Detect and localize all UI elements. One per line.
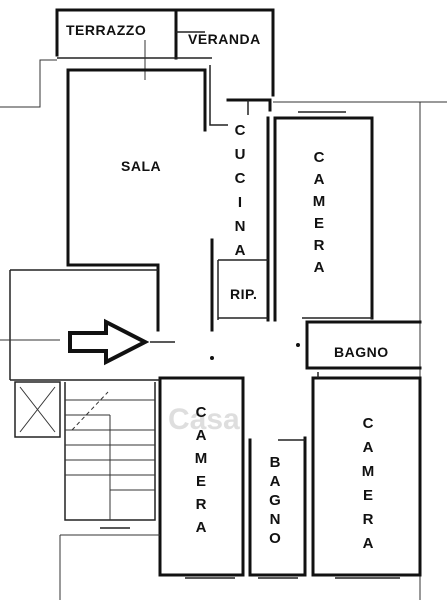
vertical-label-letter: E <box>313 215 324 232</box>
elevator-cross <box>19 386 56 433</box>
vertical-label-letter: O <box>269 530 281 547</box>
vertical-label-letter: R <box>313 237 325 254</box>
camera-top-right-walls <box>273 116 374 320</box>
vertical-label-letter: A <box>313 259 325 276</box>
room-label-bagno-right: BAGNO <box>334 344 389 360</box>
vertical-label-letter: A <box>269 473 281 490</box>
vertical-label-letter: C <box>234 122 246 139</box>
vertical-label-letter: U <box>234 146 246 163</box>
vertical-label-letter: M <box>312 193 326 210</box>
kitchen-north-wall <box>209 65 228 126</box>
room-label-sala: SALA <box>121 158 162 174</box>
vertical-label-letter: E <box>195 473 206 490</box>
vertical-label-letter: I <box>237 194 243 211</box>
camera-bottom-left-walls <box>158 376 245 577</box>
vertical-label-letter: A <box>234 242 246 259</box>
vertical-label-letter: R <box>362 511 374 528</box>
vertical-label-letter: A <box>195 427 207 444</box>
vertical-label-letter: M <box>361 463 375 480</box>
column-dot-1 <box>210 356 214 360</box>
stair-steps <box>65 399 155 520</box>
stair-direction <box>71 391 109 431</box>
elevator-icon <box>14 381 61 438</box>
room-label-veranda: VERANDA <box>188 31 261 47</box>
vertical-label-letter: N <box>269 511 281 528</box>
vertical-label-letter: C <box>195 404 207 421</box>
vertical-label-letter: R <box>195 496 207 513</box>
camera-bottom-right-walls <box>311 376 422 577</box>
vertical-label-letter: A <box>195 519 207 536</box>
vertical-label-letter: C <box>313 149 325 166</box>
sala-north-wall <box>66 68 207 132</box>
vertical-label-letter: A <box>313 171 325 188</box>
vertical-label-letter: N <box>234 218 246 235</box>
kitchen-top-wall <box>226 98 272 112</box>
vertical-label-letter: A <box>362 535 374 552</box>
vertical-label-letter: C <box>234 170 246 187</box>
vertical-label-letter: B <box>269 454 281 471</box>
watermark: Casa <box>168 403 240 436</box>
arrow-right-icon <box>68 318 150 366</box>
vertical-label-letter: C <box>362 415 374 432</box>
column-dot-2 <box>296 343 300 347</box>
vertical-label-letter: E <box>362 487 373 504</box>
vertical-label-letter: A <box>362 439 374 456</box>
room-label-rip: RIP. <box>230 286 258 302</box>
bagno-center-walls <box>248 436 307 577</box>
outline-left-top <box>0 59 57 108</box>
room-label-terrazzo: TERRAZZO <box>66 22 147 38</box>
vertical-label-letter: M <box>194 450 208 467</box>
terrace-outer-wall <box>55 8 275 97</box>
vertical-label-letter: G <box>269 492 281 509</box>
